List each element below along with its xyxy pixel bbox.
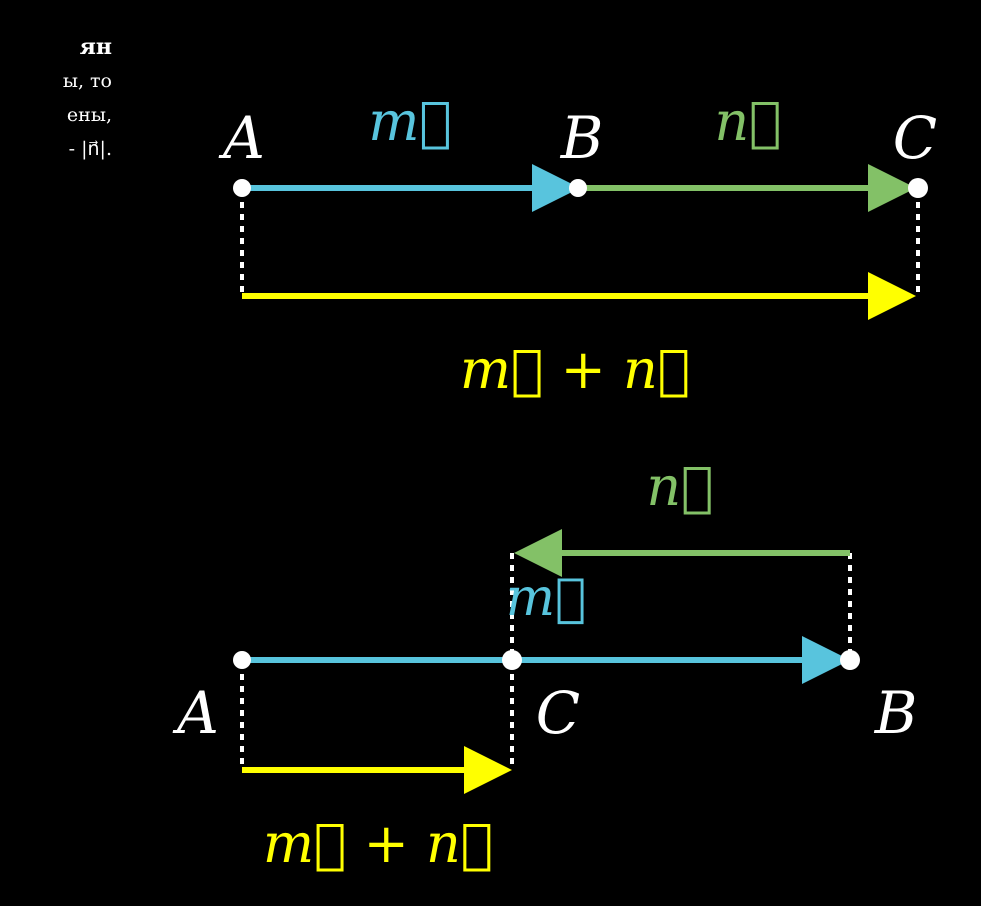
vector-sum-arrowhead xyxy=(464,746,512,794)
label-vector-n: n⃗ xyxy=(646,455,713,518)
label-point-c: C xyxy=(893,104,937,172)
vector-sum xyxy=(242,746,512,794)
vector-m xyxy=(242,636,850,684)
text-line-3: - |n⃗|. xyxy=(68,138,112,160)
vector-n-arrowhead xyxy=(868,164,916,212)
label-point-b: B xyxy=(560,104,604,172)
text-panel: ян ы, то ены, - |n⃗|. xyxy=(0,30,112,166)
label-vector-sum: m⃗ + n⃗ xyxy=(460,338,690,401)
vector-sum-arrowhead xyxy=(868,272,916,320)
label-point-a: A xyxy=(218,104,265,172)
text-heading: ян xyxy=(79,34,112,60)
diagram-opposite-direction: A C B m⃗ n⃗ m⃗ + n⃗ xyxy=(172,455,917,875)
point-c xyxy=(908,178,928,198)
point-b xyxy=(840,650,860,670)
vector-sum xyxy=(242,272,916,320)
label-point-c: C xyxy=(536,679,580,747)
vector-n-arrowhead xyxy=(514,529,562,577)
vector-m-arrowhead xyxy=(802,636,850,684)
point-a xyxy=(233,179,251,197)
label-point-a: A xyxy=(172,679,219,747)
point-b xyxy=(569,179,587,197)
vector-m xyxy=(242,164,580,212)
label-vector-m: m⃗ xyxy=(368,90,452,153)
label-vector-m: m⃗ xyxy=(506,568,587,628)
text-line-2: ены, xyxy=(66,104,112,126)
label-vector-sum: m⃗ + n⃗ xyxy=(263,812,493,875)
label-vector-n: n⃗ xyxy=(714,90,781,153)
vector-n-reversed xyxy=(514,529,850,577)
point-a xyxy=(233,651,251,669)
point-c xyxy=(502,650,522,670)
vector-n xyxy=(578,164,916,212)
label-point-b: B xyxy=(874,679,918,747)
text-line-1: ы, то xyxy=(62,70,112,92)
diagram-same-direction: A B C m⃗ n⃗ m⃗ + n⃗ xyxy=(218,90,937,401)
vector-m-arrowhead xyxy=(532,164,580,212)
